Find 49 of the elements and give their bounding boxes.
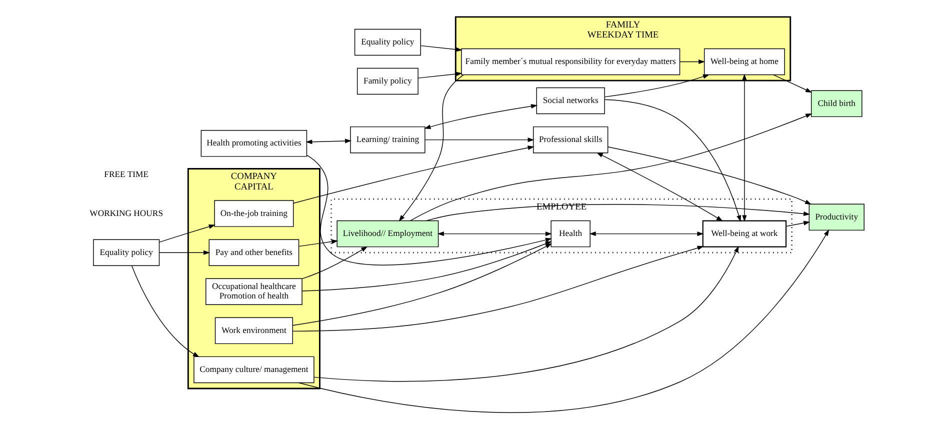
arrow bbox=[398, 74, 464, 222]
arrow bbox=[410, 114, 812, 221]
arrow bbox=[608, 146, 812, 205]
arrow bbox=[596, 152, 723, 222]
arrow bbox=[292, 243, 552, 326]
arrow bbox=[420, 45, 462, 52]
node-box: Family policy bbox=[356, 68, 418, 95]
label: FREE TIME bbox=[104, 168, 149, 179]
arrow bbox=[424, 104, 538, 130]
node-box: Occupational healthcare Promotion of health bbox=[206, 278, 302, 306]
arrow bbox=[437, 232, 552, 236]
arrow bbox=[293, 146, 534, 204]
node-box: Professional skills bbox=[533, 126, 608, 154]
arrow bbox=[426, 204, 810, 222]
arrow bbox=[159, 250, 210, 255]
arrow bbox=[306, 138, 352, 144]
arrow bbox=[298, 229, 830, 413]
arrow bbox=[302, 246, 368, 280]
node-box: Equality policy bbox=[93, 239, 160, 266]
node-box: On-the-job training bbox=[214, 200, 294, 227]
arrow bbox=[292, 246, 704, 332]
label: WORKING HOURS bbox=[90, 208, 164, 218]
node-box: Health promoting activities bbox=[200, 130, 308, 157]
node-box: Work environment bbox=[214, 317, 293, 344]
node-box: Child birth bbox=[810, 90, 862, 118]
node-box: Learning/ training bbox=[350, 126, 426, 154]
arrow bbox=[604, 74, 710, 98]
arrow bbox=[679, 59, 706, 64]
arrow bbox=[604, 99, 742, 222]
arrow bbox=[298, 239, 338, 247]
node-box: Productivity bbox=[808, 204, 864, 231]
node-box: Family member´s mutual responsibility for everyday matters bbox=[461, 48, 680, 76]
arrow bbox=[786, 220, 810, 227]
arrow bbox=[773, 74, 812, 93]
node-box: Well-being at home bbox=[704, 48, 785, 76]
arrow bbox=[131, 265, 200, 358]
node-box: Company culture/ management bbox=[194, 356, 314, 384]
node-box: Equality policy bbox=[354, 28, 421, 56]
node-box: Social networks bbox=[536, 87, 605, 114]
arrow bbox=[418, 72, 462, 78]
arrow bbox=[589, 232, 704, 236]
node-box: Health bbox=[550, 220, 590, 248]
node-box: Well-being at work bbox=[702, 220, 787, 248]
node-box: Pay and other benefits bbox=[208, 239, 300, 266]
arrow bbox=[314, 246, 739, 382]
arrow bbox=[159, 224, 216, 243]
arrow bbox=[742, 74, 747, 222]
arrow bbox=[424, 138, 534, 142]
node-box: Livelihood// Employment bbox=[336, 220, 439, 248]
